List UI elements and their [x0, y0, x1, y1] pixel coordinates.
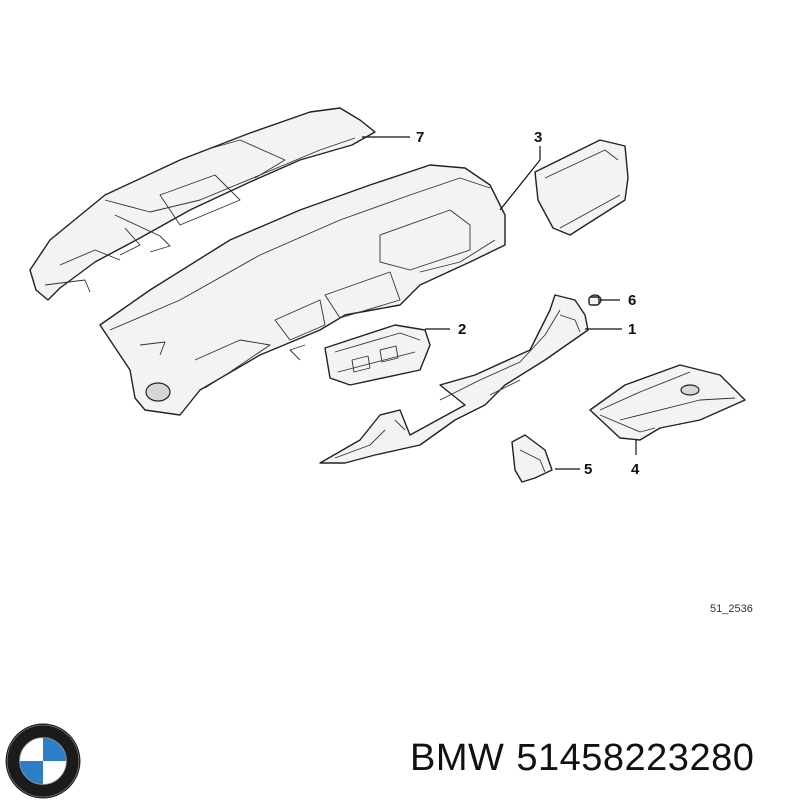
part-2-center-bracket: [324, 324, 431, 386]
dashboard-main-body: [99, 164, 506, 416]
part-6-clip: [588, 294, 602, 306]
footer-label: BMW 51458223280: [410, 737, 766, 780]
callout-1: 1: [628, 321, 636, 338]
callout-6: 6: [628, 292, 636, 309]
part-5-small-bracket: [511, 434, 553, 483]
callout-2: 2: [458, 321, 466, 338]
callout-7: 7: [416, 129, 424, 146]
callout-4: 4: [631, 461, 640, 478]
brand-name: BMW: [410, 737, 505, 779]
leader-lines: [362, 136, 637, 470]
callout-5: 5: [584, 461, 592, 478]
diagram-reference-code: 51_2536: [710, 603, 753, 615]
bmw-logo: [5, 723, 81, 799]
part-number: 51458223280: [516, 737, 755, 779]
callout-3: 3: [534, 129, 542, 146]
part-4-glove-box: [589, 364, 746, 441]
part-7-upper-trim: [29, 107, 376, 301]
part-3-airbag-cover: [534, 139, 629, 236]
part-1-lower-support: [319, 294, 589, 464]
